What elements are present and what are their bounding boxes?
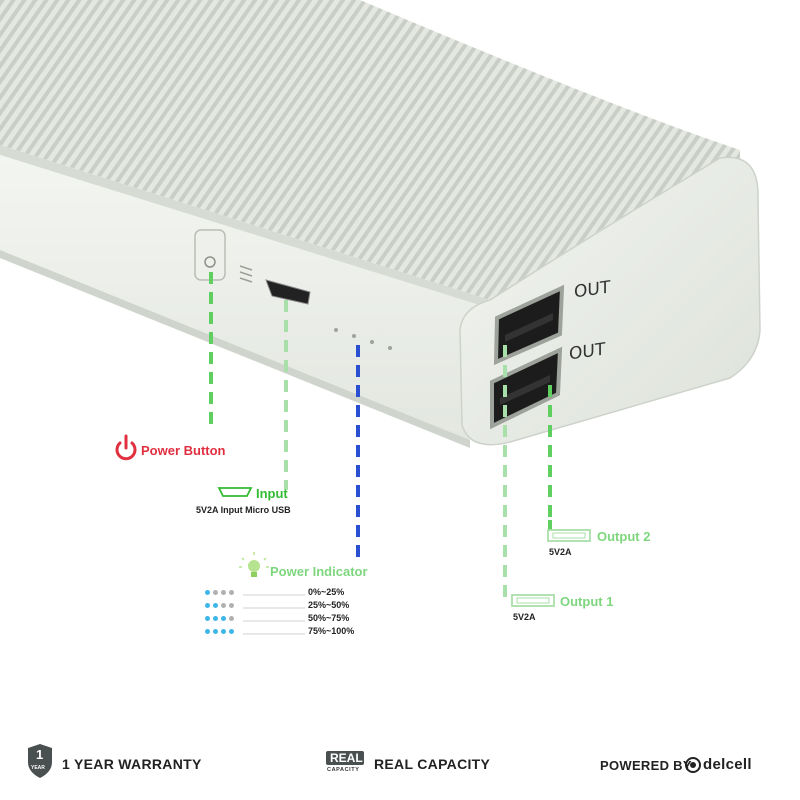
indicator-dot (213, 629, 218, 634)
power-button-label: Power Button (141, 443, 226, 458)
input-description: 5V2A Input Micro USB (196, 505, 291, 515)
top-edge-bevel (0, 145, 495, 310)
indicator-dot (229, 616, 234, 621)
led-indicator-dots (334, 328, 392, 350)
warranty-text: 1 YEAR WARRANTY (62, 756, 202, 772)
input-symbol-icon (239, 265, 253, 283)
warranty-shield-icon (28, 744, 52, 778)
power-icon (115, 434, 137, 461)
indicator-dot (221, 603, 226, 608)
usb-port-1 (493, 284, 565, 366)
micro-usb-icon (217, 487, 253, 497)
indicator-dot (213, 590, 218, 595)
indicator-dot (221, 616, 226, 621)
micro-usb-port (265, 279, 311, 305)
indicator-dot (213, 603, 218, 608)
real-capacity-badge-icon (326, 751, 364, 765)
power-button-icon (204, 256, 216, 268)
indicator-level-dots (205, 629, 234, 634)
output-2-label: Output 2 (597, 529, 651, 544)
usb-port-2 (490, 346, 563, 430)
real-badge-text: REAL (330, 751, 363, 765)
input-label: Input (256, 486, 288, 501)
indicator-dot (229, 629, 234, 634)
power-indicator-label: Power Indicator (270, 564, 368, 579)
output-1-label: Output 1 (560, 594, 614, 609)
indicator-level-dots (205, 590, 234, 595)
indicator-level-label: 0%~25% (308, 587, 345, 597)
warranty-badge-number: 1 (36, 747, 44, 762)
power-bank-side-face (0, 155, 495, 440)
indicator-dot (229, 603, 234, 608)
powered-by-text: POWERED BY (600, 758, 692, 773)
indicator-level-dots (205, 616, 234, 621)
indicator-dot (221, 590, 226, 595)
indicator-level-dots (205, 603, 234, 608)
output-1-description: 5V2A (513, 612, 536, 622)
bottom-edge (0, 250, 470, 448)
real-badge-sub: CAPACITY (327, 767, 360, 773)
indicator-dot (205, 603, 210, 608)
lightbulb-icon (239, 552, 269, 577)
indicator-dot (205, 616, 210, 621)
indicator-dot (221, 629, 226, 634)
delcell-logo-icon (685, 757, 701, 773)
indicator-level-label: 25%~50% (308, 600, 350, 610)
warranty-badge-sub: YEAR (31, 765, 45, 771)
real-capacity-text: REAL CAPACITY (374, 756, 491, 772)
indicator-dot (205, 629, 210, 634)
brand-name: delcell (703, 756, 752, 773)
output-2-description: 5V2A (549, 547, 572, 557)
power-bank-top-surface (0, 0, 740, 300)
indicator-level-label: 75%~100% (308, 626, 355, 636)
indicator-dot (229, 590, 234, 595)
indicator-level-label: 50%~75% (308, 613, 350, 623)
indicator-dot (213, 616, 218, 621)
indicator-level-lines (243, 594, 305, 635)
usb-a-icon-output-1 (511, 594, 555, 607)
indicator-dot (205, 590, 210, 595)
usb-a-icon-output-2 (547, 529, 591, 542)
